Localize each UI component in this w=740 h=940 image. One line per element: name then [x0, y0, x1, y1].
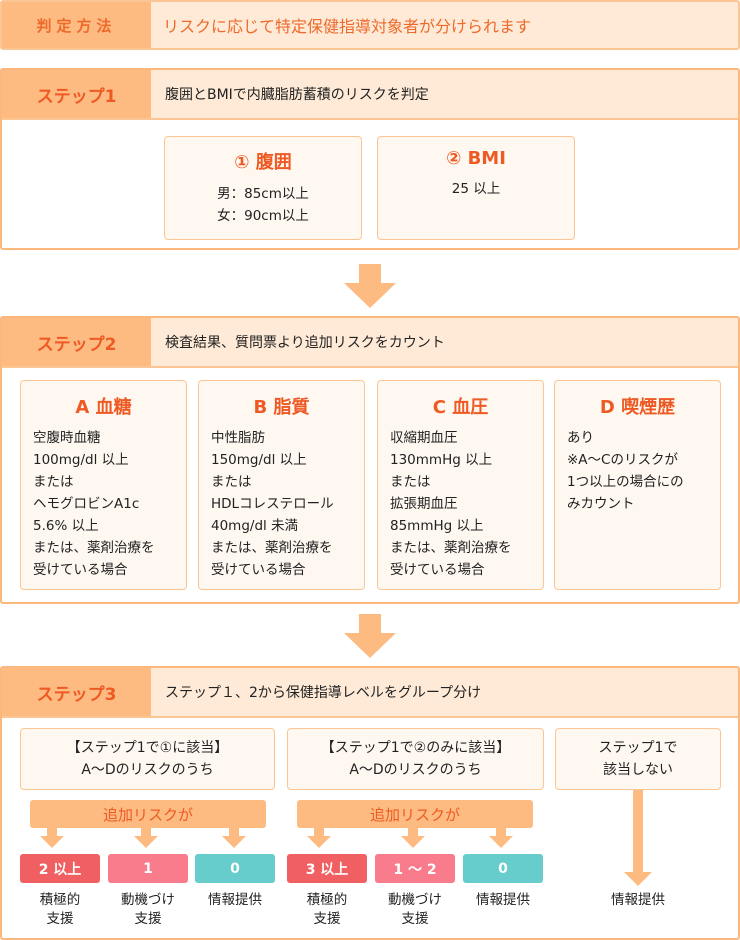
risk-count-badge: 0	[195, 854, 275, 883]
support-level-line: 支援	[134, 911, 162, 927]
support-level-line: 動機づけ	[388, 892, 442, 908]
step2-panel: ステップ2 検査結果、質問票より追加リスクをカウント A 血糖 空腹時血糖 10…	[0, 316, 740, 604]
down-arrow-icon	[624, 790, 652, 886]
step3-description: ステップ１、2から保健指導レベルをグループ分け	[165, 685, 482, 701]
card-line: または、薬剤治療を	[390, 540, 512, 556]
step1-card-waist: ① 腹囲 男：85cm以上 女：90cm以上	[164, 136, 362, 240]
down-arrow-icon	[40, 828, 64, 848]
risk-count-badge: 3 以上	[287, 854, 367, 883]
card-line: 中性脂肪	[211, 430, 265, 446]
support-level-line: 情報提供	[476, 892, 530, 908]
step1-label: ステップ1	[2, 70, 151, 118]
condition-line: 【ステップ1で②のみに該当】	[320, 740, 511, 756]
risk-count-badge: 0	[463, 854, 543, 883]
card-title: B 脂質	[253, 397, 310, 418]
banner-label: 判定方法	[2, 2, 151, 48]
card-line: 女：90cm以上	[217, 208, 309, 224]
card-line: 5.6% 以上	[33, 518, 99, 534]
card-line: ※A～Cのリスクが	[567, 452, 678, 468]
step2-card-smoking: D 喫煙歴 あり ※A～Cのリスクが 1つ以上の場合にの みカウント	[554, 380, 721, 590]
card-line: 受けている場合	[211, 562, 306, 578]
step1-description: 腹囲とBMIで内臓脂肪蓄積のリスクを判定	[165, 87, 429, 103]
card-line: または、薬剤治療を	[211, 540, 333, 556]
down-arrow-icon	[344, 614, 396, 658]
step3-panel: ステップ3 ステップ１、2から保健指導レベルをグループ分け 【ステップ1で①に該…	[0, 666, 740, 940]
group1-additional-risk-bar: 追加リスクが	[30, 800, 266, 828]
card-line: ヘモグロビンA1c	[33, 496, 140, 512]
support-level-line: 支援	[313, 911, 341, 927]
support-level-line: 積極的	[306, 892, 348, 908]
card-line: または、薬剤治療を	[33, 540, 155, 556]
card-title: ② BMI	[446, 148, 506, 169]
card-line: 男：85cm以上	[217, 186, 309, 202]
step2-description: 検査結果、質問票より追加リスクをカウント	[165, 335, 445, 351]
condition-line: A～Dのリスクのうち	[81, 762, 214, 778]
support-level-line: 支援	[401, 911, 429, 927]
card-line: 40mg/dl 未満	[211, 518, 299, 534]
support-level: 情報提供	[195, 891, 275, 910]
step1-card-bmi: ② BMI 25 以上	[377, 136, 575, 240]
card-line: または	[33, 474, 74, 490]
card-line: 1つ以上の場合にの	[567, 474, 684, 490]
step1-header: ステップ1 腹囲とBMIで内臓脂肪蓄積のリスクを判定	[2, 70, 738, 120]
step3-header: ステップ3 ステップ１、2から保健指導レベルをグループ分け	[2, 668, 738, 718]
card-title: D 喫煙歴	[599, 397, 676, 418]
group2-condition: 【ステップ1で②のみに該当】 A～Dのリスクのうち	[287, 728, 544, 790]
card-title: ① 腹囲	[234, 152, 292, 173]
down-arrow-icon	[307, 828, 331, 848]
group2-additional-risk-bar: 追加リスクが	[297, 800, 533, 828]
card-line: または	[390, 474, 431, 490]
card-line: 受けている場合	[390, 562, 485, 578]
condition-line: A～Dのリスクのうち	[349, 762, 482, 778]
card-line: または	[211, 474, 252, 490]
down-arrow-icon	[222, 828, 246, 848]
card-line: あり	[567, 430, 594, 446]
step1-panel: ステップ1 腹囲とBMIで内臓脂肪蓄積のリスクを判定 ① 腹囲 男：85cm以上…	[0, 68, 740, 250]
down-arrow-icon	[401, 828, 425, 848]
card-line: 受けている場合	[33, 562, 128, 578]
step2-card-blood-pressure: C 血圧 収縮期血圧 130mmHg 以上 または 拡張期血圧 85mmHg 以…	[377, 380, 544, 590]
support-level-line: 情報提供	[208, 892, 262, 908]
card-line: 拡張期血圧	[390, 496, 458, 512]
support-level-line: 積極的	[39, 892, 81, 908]
card-title: A 血糖	[75, 397, 132, 418]
card-title: C 血圧	[432, 397, 489, 418]
down-arrow-icon	[134, 828, 158, 848]
method-banner: 判定方法 リスクに応じて特定保健指導対象者が分けられます	[0, 0, 740, 50]
support-level: 動機づけ 支援	[108, 891, 188, 929]
group3-condition: ステップ1で 該当しない	[555, 728, 721, 790]
card-line: HDLコレステロール	[211, 496, 334, 512]
support-level: 情報提供	[598, 891, 678, 910]
condition-line: ステップ1で	[598, 740, 678, 756]
risk-count-badge: 1 ～ 2	[375, 854, 455, 883]
card-line: 150mg/dl 以上	[211, 452, 307, 468]
card-line: 空腹時血糖	[33, 430, 101, 446]
condition-line: 該当しない	[603, 762, 673, 778]
group1-condition: 【ステップ1で①に該当】 A～Dのリスクのうち	[20, 728, 275, 790]
step2-header: ステップ2 検査結果、質問票より追加リスクをカウント	[2, 318, 738, 368]
support-level: 情報提供	[463, 891, 543, 910]
support-level-line: 支援	[46, 911, 74, 927]
card-line: 収縮期血圧	[390, 430, 458, 446]
condition-line: 【ステップ1で①に該当】	[66, 740, 229, 756]
banner-text: リスクに応じて特定保健指導対象者が分けられます	[163, 17, 532, 36]
risk-count-badge: 1	[108, 854, 188, 883]
support-level: 積極的 支援	[20, 891, 100, 929]
down-arrow-icon	[489, 828, 513, 848]
support-level-line: 動機づけ	[121, 892, 175, 908]
card-line: みカウント	[567, 496, 635, 512]
step3-label: ステップ3	[2, 668, 151, 716]
down-arrow-icon	[344, 264, 396, 308]
risk-count-badge: 2 以上	[20, 854, 100, 883]
card-line: 130mmHg 以上	[390, 452, 493, 468]
step2-card-lipid: B 脂質 中性脂肪 150mg/dl 以上 または HDLコレステロール 40m…	[198, 380, 365, 590]
card-line: 100mg/dl 以上	[33, 452, 129, 468]
support-level: 積極的 支援	[287, 891, 367, 929]
card-line: 25 以上	[451, 181, 501, 197]
support-level: 動機づけ 支援	[375, 891, 455, 929]
step2-card-blood-sugar: A 血糖 空腹時血糖 100mg/dl 以上 または ヘモグロビンA1c 5.6…	[20, 380, 187, 590]
card-line: 85mmHg 以上	[390, 518, 484, 534]
step2-label: ステップ2	[2, 318, 151, 366]
support-level-line: 情報提供	[611, 892, 665, 908]
